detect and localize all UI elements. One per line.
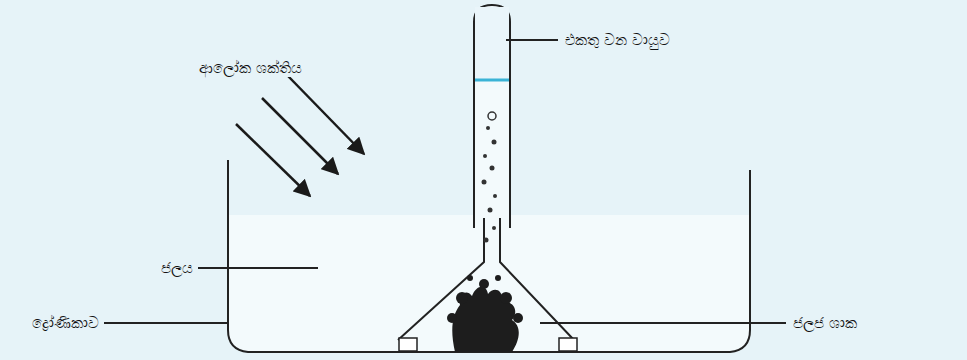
leader-lines — [104, 40, 786, 323]
water — [228, 215, 750, 352]
test-tube — [474, 5, 510, 228]
support-block — [399, 338, 417, 351]
support-block — [559, 338, 577, 351]
gas-bubbles — [482, 112, 498, 243]
collected-gas — [475, 7, 509, 80]
part-label: එකතු වන වායුව — [562, 31, 673, 49]
part-label: ජලය — [158, 259, 196, 277]
part-label: ජලජ ශාක — [790, 314, 860, 332]
light-arrows — [236, 76, 364, 196]
part-label: ආලෝක ශක්තිය — [196, 59, 305, 77]
aquatic-plant — [447, 275, 523, 352]
gas-water-level — [475, 79, 509, 82]
part-label: ද්‍රෝණිකාව — [29, 314, 102, 332]
